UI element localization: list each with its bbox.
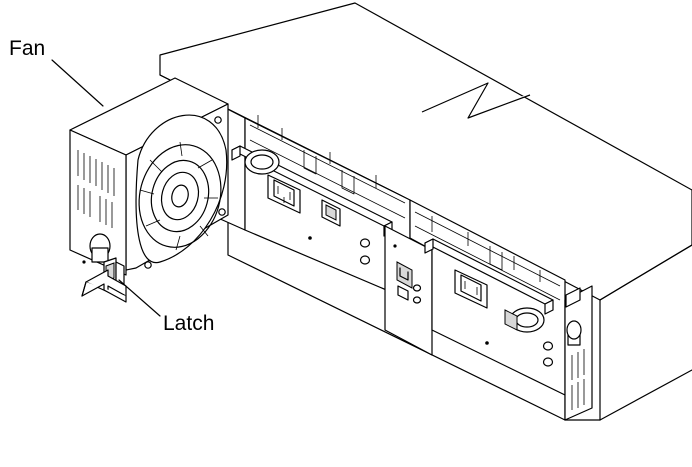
fan-label: Fan <box>9 37 46 60</box>
power-supply-2 <box>409 199 566 396</box>
right-fan-unit <box>564 285 593 421</box>
latch-leader-line <box>118 279 161 317</box>
fan-unit <box>69 77 229 276</box>
latch-label: Latch <box>163 312 215 335</box>
fan-leader-line <box>51 59 104 107</box>
pull-direction-arrow <box>81 269 127 303</box>
